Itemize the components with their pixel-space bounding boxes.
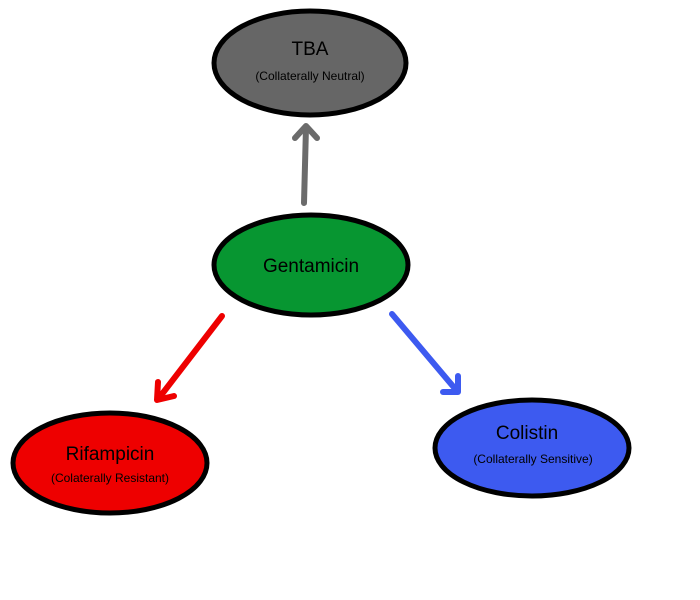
node-colistin: Colistin (Collaterally Sensitive) [432,397,632,499]
arrow-to-rifampicin [154,313,225,403]
arrow-to-colistin [389,311,461,395]
node-tba-label: TBA [292,39,329,60]
node-tba-sublabel: (Collaterally Neutral) [255,69,364,83]
node-colistin-sublabel: (Collaterally Sensitive) [473,452,592,466]
arrow-to-tba [292,123,320,206]
node-tba: TBA (Collaterally Neutral) [211,8,409,118]
node-rifampicin-label: Rifampicin [66,444,155,465]
node-gentamicin-label: Gentamicin [263,256,359,277]
node-gentamicin: Gentamicin [211,212,411,318]
node-rifampicin: Rifampicin (Colaterally Resistant) [10,410,210,516]
node-colistin-label: Colistin [496,423,558,444]
node-rifampicin-sublabel: (Colaterally Resistant) [51,471,169,485]
